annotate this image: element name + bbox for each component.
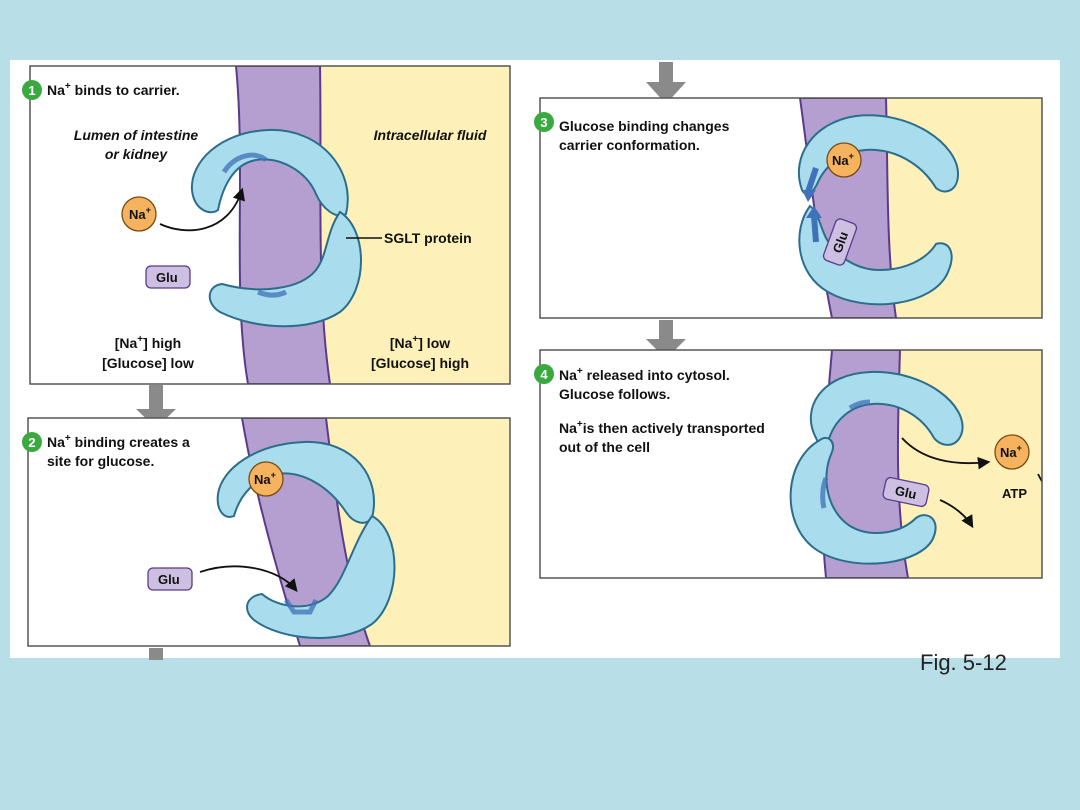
conformation-arrow-down <box>805 167 819 193</box>
panel-4: Na+ Glu ATP 4 Na+ released into cytosol.… <box>534 349 1043 579</box>
step-badge-4 <box>534 364 554 384</box>
glucose-label: Glu <box>830 230 852 256</box>
step-badge-2 <box>22 432 42 452</box>
cell-na-concentration: [Na+] low <box>390 334 450 351</box>
panel-2-frame <box>27 417 511 647</box>
glucose-molecule: Glu <box>822 218 858 266</box>
panel-1-heading: Na+ binds to carrier. <box>47 81 180 98</box>
sglt-protein-label: SGLT protein <box>384 230 472 246</box>
figure-label: Fig. 5-12 <box>920 650 1007 675</box>
sodium-ion <box>121 196 157 232</box>
glucose-label: Glu <box>158 572 180 587</box>
lumen-glucose-concentration: [Glucose] low <box>102 355 194 371</box>
sodium-ion <box>994 434 1030 470</box>
panel-4-note-line1: Na+is then actively transported <box>559 419 765 436</box>
conformation-arrow-up <box>811 215 819 243</box>
svg-text:1: 1 <box>28 83 35 98</box>
intracellular-region <box>320 66 510 384</box>
svg-text:4: 4 <box>540 367 548 382</box>
flow-arrow-3-to-4 <box>646 320 686 359</box>
na-binding-arrow <box>159 187 245 232</box>
sodium-ion <box>248 461 284 497</box>
flow-arrow-2-out <box>149 648 163 660</box>
panel-4-heading-line2: Glucose follows. <box>559 386 670 402</box>
intracellular-label: Intracellular fluid <box>374 127 487 143</box>
sglt-upper-lobe <box>797 114 960 195</box>
glucose-molecule <box>147 567 193 591</box>
active-transport-arrow <box>1037 473 1042 484</box>
sodium-ion <box>826 142 862 178</box>
sglt-lower-lobe <box>246 514 396 639</box>
sglt-lower-lobe <box>208 210 362 328</box>
cell-glucose-concentration: [Glucose] high <box>371 355 469 371</box>
glucose-label: Glu <box>894 483 918 502</box>
sglt-upper-lobe <box>809 370 964 446</box>
panel-1-frame <box>29 65 511 385</box>
cell-membrane <box>234 66 332 384</box>
sglt-upper-lobe <box>216 440 375 524</box>
sglt-diagram: Na+ Glu 1 Na+ binds to carrier. Lumen of… <box>22 62 1043 675</box>
svg-text:Na+: Na+ <box>129 205 151 222</box>
glucose-molecule <box>145 265 191 289</box>
svg-text:Na+: Na+ <box>254 470 276 487</box>
panel-4-note-line2: out of the cell <box>559 439 650 455</box>
glucose-molecule: Glu <box>882 476 930 508</box>
sodium-release-arrow <box>901 437 991 470</box>
step-badge-3 <box>534 112 554 132</box>
lumen-na-concentration: [Na+] high <box>115 334 182 351</box>
panel-3-frame <box>539 97 1043 319</box>
lumen-label-line1: Lumen of intestine <box>74 127 199 143</box>
glucose-release-arrow <box>939 499 974 529</box>
panel-3-heading-line2: carrier conformation. <box>559 137 700 153</box>
panel-4-frame <box>539 349 1043 579</box>
panel-2-heading-line2: site for glucose. <box>47 453 154 469</box>
lumen-label-line2: or kidney <box>105 146 168 162</box>
flow-arrow-into-3 <box>646 62 686 104</box>
sglt-lower-lobe <box>789 436 937 565</box>
panel-3-heading-line1: Glucose binding changes <box>559 118 730 134</box>
sglt-upper-lobe <box>190 128 349 217</box>
svg-text:3: 3 <box>540 115 547 130</box>
step-badge-1 <box>22 80 42 100</box>
panel-2-heading-line1: Na+ binding creates a <box>47 433 190 450</box>
atp-label: ATP <box>1002 486 1027 501</box>
panel-2: Na+ Glu 2 Na+ binding creates a site for… <box>22 417 511 647</box>
glucose-binding-arrow <box>199 565 298 592</box>
panel-3: Na+ Glu 3 Glucose binding changes carrie… <box>534 97 1043 319</box>
panel-1: Na+ Glu 1 Na+ binds to carrier. Lumen of… <box>22 65 511 385</box>
svg-text:Na+: Na+ <box>1000 443 1022 460</box>
glucose-label: Glu <box>156 270 178 285</box>
figure-sheet: Na+ Glu 1 Na+ binds to carrier. Lumen of… <box>10 60 1060 675</box>
svg-text:2: 2 <box>28 435 35 450</box>
svg-text:Na+: Na+ <box>832 151 854 168</box>
panel-4-heading-line1: Na+ released into cytosol. <box>559 366 730 383</box>
